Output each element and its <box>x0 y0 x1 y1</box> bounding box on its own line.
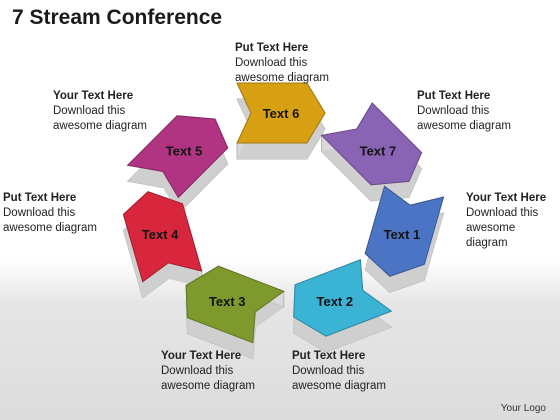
segment-label-3: Text 3 <box>209 294 246 309</box>
caption-text-2: Your Text Here Download this awesome dia… <box>466 192 547 249</box>
segment-label-4: Text 4 <box>142 227 179 242</box>
caption-text-5: Put Text Here Download this awesome diag… <box>3 192 97 234</box>
segment-6 <box>236 82 326 144</box>
caption-text-1: Put Text Here Download this awesome diag… <box>417 90 511 132</box>
segment-tops <box>122 82 445 344</box>
segment-label-6: Text 6 <box>263 106 300 121</box>
segment-3 <box>185 265 285 344</box>
logo-placeholder: Your Logo <box>500 403 546 414</box>
caption-text-7: Put Text Here Download this awesome diag… <box>235 42 329 84</box>
segment-label-2: Text 2 <box>316 294 353 309</box>
caption-text-4: Your Text Here Download this awesome dia… <box>161 350 255 392</box>
segment-label-5: Text 5 <box>166 143 203 158</box>
segment-label-1: Text 1 <box>384 227 421 242</box>
diagram-title: 7 Stream Conference <box>12 6 223 29</box>
segment-7 <box>320 102 423 186</box>
caption-text-3: Put Text Here Download this awesome diag… <box>292 350 386 392</box>
segment-2 <box>293 258 393 337</box>
segment-4 <box>122 191 203 283</box>
segment-label-7: Text 7 <box>360 143 397 158</box>
caption-text-6: Your Text Here Download this awesome dia… <box>53 90 147 132</box>
segment-labels: Text 1 Text 2 Text 3 Text 4 Text 5 Text 6 Text… <box>142 106 420 309</box>
segment-5 <box>126 115 229 199</box>
segment-1 <box>364 185 445 277</box>
